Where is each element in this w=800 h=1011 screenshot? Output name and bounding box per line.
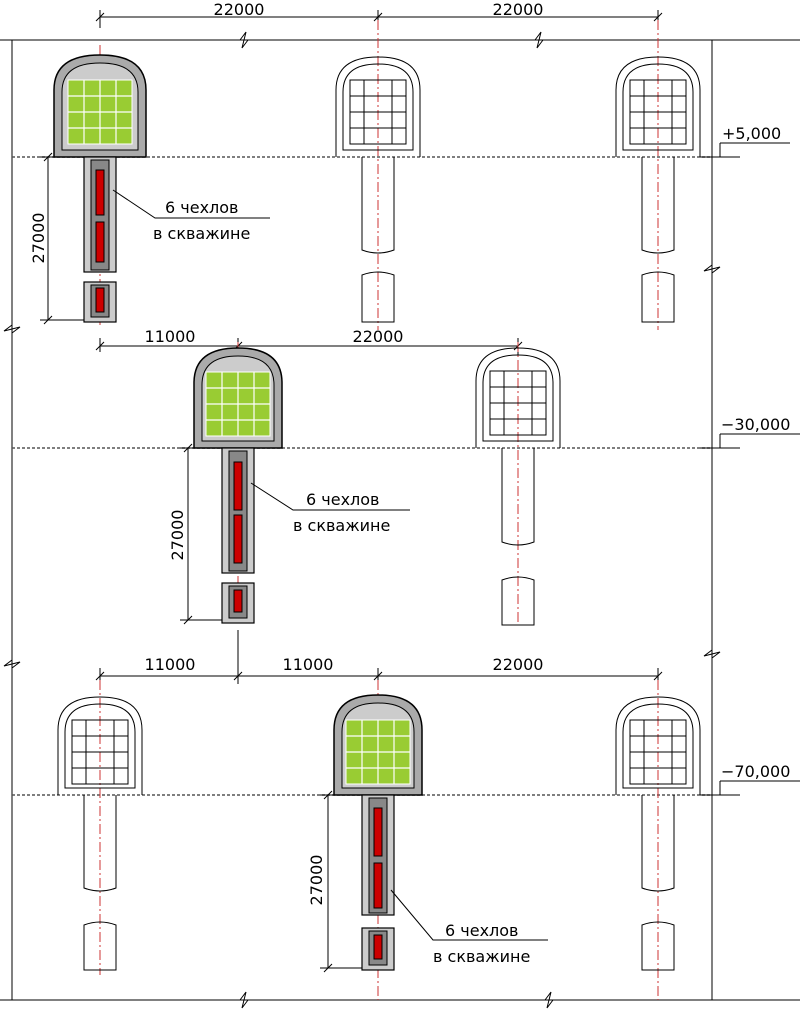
tier-1-note-line1: 6 чехлов xyxy=(165,198,238,217)
tier-2-dim-2: 22000 xyxy=(353,327,404,346)
tier-2-dimension-line xyxy=(95,338,523,356)
tier-1-axes xyxy=(99,20,659,330)
tier-2-depth-dim xyxy=(180,443,222,625)
tier-1: 22000 22000 +5,000 xyxy=(12,0,790,330)
tier-3-active-room xyxy=(333,694,423,796)
tier-3-dim-2: 11000 xyxy=(283,655,334,674)
tier-2: 11000 22000 −30,000 xyxy=(12,327,800,626)
tier-1-dimension-line xyxy=(95,10,663,28)
tier-3-well-depth: 27000 xyxy=(307,855,326,906)
tier-3-well xyxy=(361,794,395,971)
tier-3-dim-3: 22000 xyxy=(493,655,544,674)
tier-3-depth-dim xyxy=(320,790,362,973)
tier-2-note-line2: в скважине xyxy=(293,516,390,535)
tier-1-empty-room-2 xyxy=(335,56,421,323)
tier-3: 11000 11000 22000 −70,000 xyxy=(12,630,800,1000)
tier-3-empty-room-1 xyxy=(57,696,143,971)
tier-1-active-room xyxy=(53,54,147,158)
tier-1-dim-2: 22000 xyxy=(493,0,544,19)
tier-2-level-label: −30,000 xyxy=(721,415,790,434)
tier-2-well xyxy=(221,447,255,624)
tier-3-note-line2: в скважине xyxy=(433,947,530,966)
tier-2-active-room xyxy=(193,347,283,449)
tier-3-level-label: −70,000 xyxy=(721,762,790,781)
tier-2-dim-1: 11000 xyxy=(145,327,196,346)
tier-2-empty-room-2 xyxy=(475,347,561,626)
tier-3-empty-room-3 xyxy=(615,696,701,971)
tier-1-note-line2: в скважине xyxy=(153,224,250,243)
tier-3-dim-1: 11000 xyxy=(145,655,196,674)
tier-1-well xyxy=(83,156,117,323)
tier-1-dim-1: 22000 xyxy=(214,0,265,19)
tier-3-dimension-line xyxy=(95,630,663,684)
frame-lines xyxy=(0,31,800,1009)
tier-2-note-line1: 6 чехлов xyxy=(306,490,379,509)
tier-1-well-depth: 27000 xyxy=(29,213,48,264)
tier-2-well-depth: 27000 xyxy=(168,510,187,561)
tier-3-note-line1: 6 чехлов xyxy=(445,921,518,940)
tier-2-axes xyxy=(237,342,519,625)
tier-1-depth-dim xyxy=(40,152,84,325)
tier-1-level-label: +5,000 xyxy=(722,124,781,143)
tier-1-empty-room-3 xyxy=(615,56,701,323)
